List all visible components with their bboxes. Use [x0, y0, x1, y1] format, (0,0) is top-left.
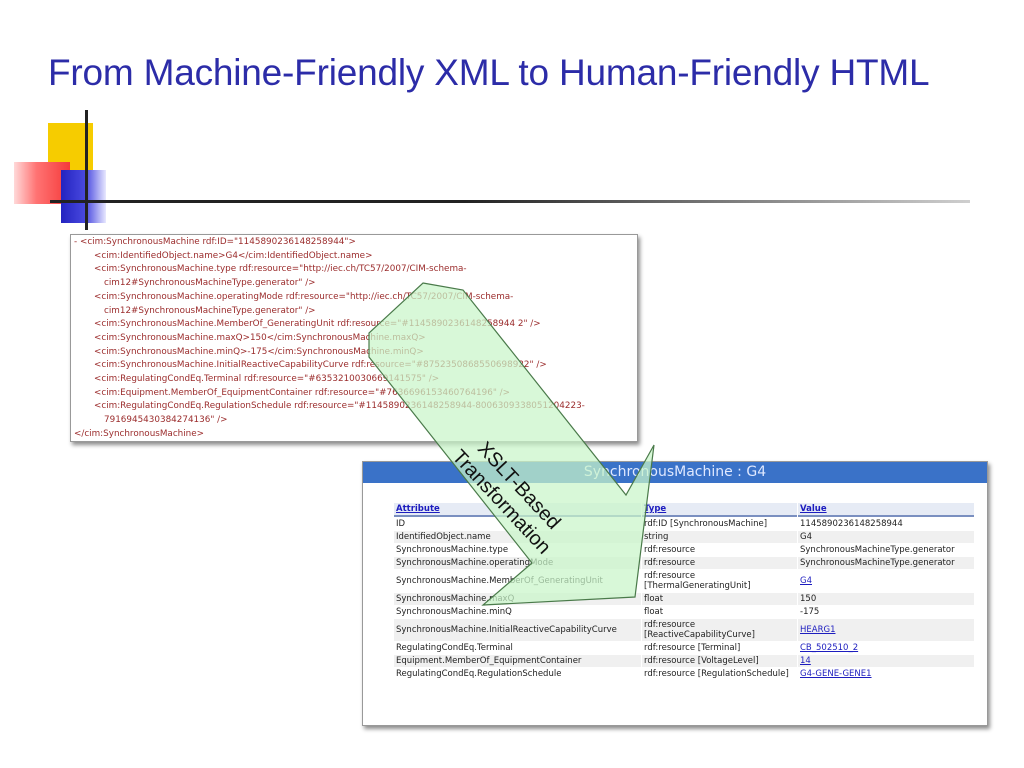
blue-square-decoration [61, 170, 106, 223]
cell-value: SynchronousMachineType.generator [798, 557, 974, 569]
cell-type: string [642, 531, 797, 543]
table-row: SynchronousMachine.MemberOf_GeneratingUn… [394, 570, 974, 592]
cell-attribute: SynchronousMachine.MemberOf_GeneratingUn… [394, 570, 641, 592]
xml-line: <cim:SynchronousMachine.InitialReactiveC… [94, 360, 547, 371]
cell-value: SynchronousMachineType.generator [798, 544, 974, 556]
horizontal-rule [50, 200, 970, 203]
cell-type: float [642, 606, 797, 618]
cell-type: float [642, 593, 797, 605]
cell-attribute: SynchronousMachine.type [394, 544, 641, 556]
cell-attribute: SynchronousMachine.InitialReactiveCapabi… [394, 619, 641, 641]
xml-line: <cim:SynchronousMachine.operatingMode rd… [94, 291, 514, 302]
cell-type: rdf:resource [RegulationSchedule] [642, 668, 797, 680]
cell-attribute: RegulatingCondEq.RegulationSchedule [394, 668, 641, 680]
xml-line: <cim:SynchronousMachine.maxQ>150</cim:Sy… [94, 332, 426, 343]
xml-line: </cim:SynchronousMachine> [74, 428, 205, 439]
value-link[interactable]: G4-GENE-GENE1 [800, 669, 872, 679]
xml-line: - <cim:SynchronousMachine rdf:ID="114589… [74, 237, 356, 247]
cell-value: -175 [798, 606, 974, 618]
cell-type: rdf:resource [ThermalGeneratingUnit] [642, 570, 797, 592]
slide-title: From Machine-Friendly XML to Human-Frien… [48, 52, 930, 93]
cell-attribute: SynchronousMachine.minQ [394, 606, 641, 618]
xml-line: <cim:IdentifiedObject.name>G4</cim:Ident… [94, 250, 373, 261]
xml-line: 7916945430384274136" /> [104, 415, 228, 426]
cell-value: G4 [798, 531, 974, 543]
vertical-rule [85, 110, 88, 230]
cell-type: rdf:resource [642, 557, 797, 569]
cell-type: rdf:resource [ReactiveCapabilityCurve] [642, 619, 797, 641]
xml-source-panel: - <cim:SynchronousMachine rdf:ID="114589… [70, 234, 638, 442]
value-link[interactable]: HEARG1 [800, 625, 836, 635]
column-header-type[interactable]: Type [642, 503, 797, 517]
xml-line: <cim:SynchronousMachine.minQ>-175</cim:S… [94, 346, 424, 357]
html-table-panel: SynchronousMachine : G4 Attribute Type V… [362, 461, 988, 726]
cell-value: 1145890236148258944 [798, 518, 974, 530]
column-header-value[interactable]: Value [798, 503, 974, 517]
value-link[interactable]: CB_502510_2 [800, 643, 859, 653]
cell-type: rdf:resource [Terminal] [642, 642, 797, 654]
xml-line: <cim:SynchronousMachine.type rdf:resourc… [94, 264, 467, 275]
cell-value: HEARG1 [798, 619, 974, 641]
cell-attribute: SynchronousMachine.maxQ [394, 593, 641, 605]
table-row: SynchronousMachine.InitialReactiveCapabi… [394, 619, 974, 641]
xml-line: cim12#SynchronousMachineType.generator" … [104, 305, 316, 316]
value-link[interactable]: 14 [800, 656, 811, 666]
cell-attribute: SynchronousMachine.operatingMode [394, 557, 641, 569]
cell-value: 14 [798, 655, 974, 667]
xml-line: <cim:SynchronousMachine.MemberOf_Generat… [94, 319, 541, 330]
red-square-decoration [14, 162, 70, 204]
cell-value: G4-GENE-GENE1 [798, 668, 974, 680]
xml-line: <cim:Equipment.MemberOf_EquipmentContain… [94, 387, 511, 398]
cell-value: CB_502510_2 [798, 642, 974, 654]
xml-line: <cim:RegulatingCondEq.Terminal rdf:resou… [94, 374, 440, 384]
xml-line: <cim:RegulatingCondEq.RegulationSchedule… [94, 401, 585, 412]
value-link[interactable]: G4 [800, 576, 812, 586]
cell-type: rdf:resource [VoltageLevel] [642, 655, 797, 667]
cell-attribute: Equipment.MemberOf_EquipmentContainer [394, 655, 641, 667]
cell-attribute: RegulatingCondEq.Terminal [394, 642, 641, 654]
cell-value: 150 [798, 593, 974, 605]
cell-value: G4 [798, 570, 974, 592]
cell-type: rdf:ID [SynchronousMachine] [642, 518, 797, 530]
xml-line: cim12#SynchronousMachineType.generator" … [104, 278, 316, 289]
table-header-row: Attribute Type Value [394, 503, 974, 517]
cell-type: rdf:resource [642, 544, 797, 556]
